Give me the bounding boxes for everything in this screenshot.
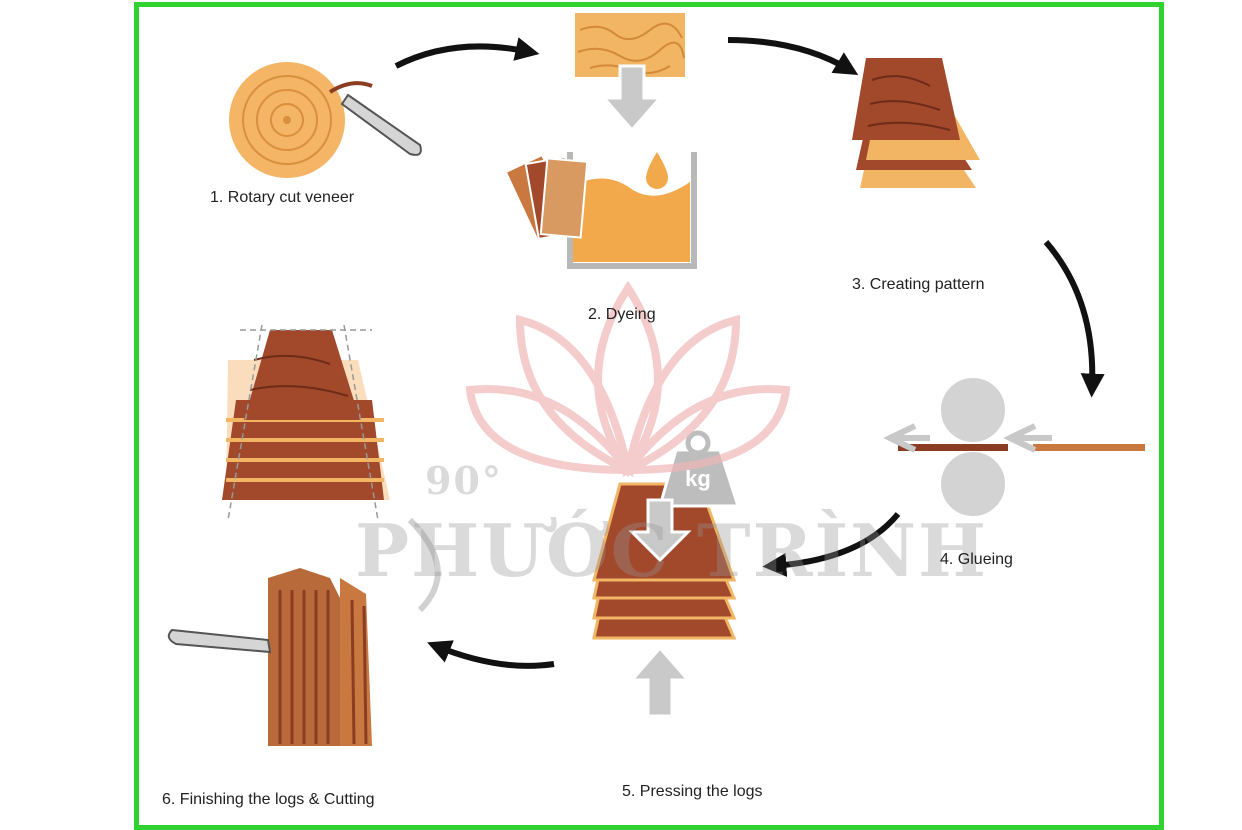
flow-arrows xyxy=(394,37,1105,669)
lotus-watermark-icon xyxy=(465,280,791,478)
step-4-label: 4. Glueing xyxy=(940,551,1013,568)
arrow-step3-to-step4 xyxy=(1043,240,1105,398)
cutting-knife-icon xyxy=(167,628,272,654)
step-3-label: 3. Creating pattern xyxy=(852,276,985,293)
arrow-step1-to-step2 xyxy=(394,37,540,69)
glue-rollers-icon xyxy=(898,374,1145,520)
press-up-arrow-icon xyxy=(628,645,692,718)
step-2-label: 2. Dyeing xyxy=(588,306,656,323)
dye-tank-icon xyxy=(567,152,697,269)
cut-block-icon xyxy=(268,568,372,746)
knife-icon xyxy=(340,93,422,156)
arrow-step4-to-step5 xyxy=(762,512,901,577)
rotation-watermark-icon xyxy=(407,517,441,613)
press-down-arrow-icon xyxy=(628,498,692,563)
arrow-step5-to-step6 xyxy=(427,640,555,669)
step-1-label: 1. Rotary cut veneer xyxy=(210,189,355,206)
feed-arrows-icon xyxy=(883,423,1052,453)
color-swatch-icon xyxy=(504,153,589,243)
watermark-badge: 90° xyxy=(425,458,503,503)
down-arrow-icon xyxy=(600,64,664,133)
step-5-label: 5. Pressing the logs xyxy=(622,783,763,800)
veneer-stack-icon xyxy=(852,58,980,188)
watermark-brand: PHƯỚC TRÌNH xyxy=(355,508,988,593)
step-6-label: 6. Finishing the logs & Cutting xyxy=(162,791,375,808)
arrow-step2-to-step3 xyxy=(727,37,859,75)
finished-log-icon xyxy=(222,324,390,521)
weight-unit-label: kg xyxy=(685,466,711,491)
rotary-cut-icon xyxy=(229,62,373,178)
